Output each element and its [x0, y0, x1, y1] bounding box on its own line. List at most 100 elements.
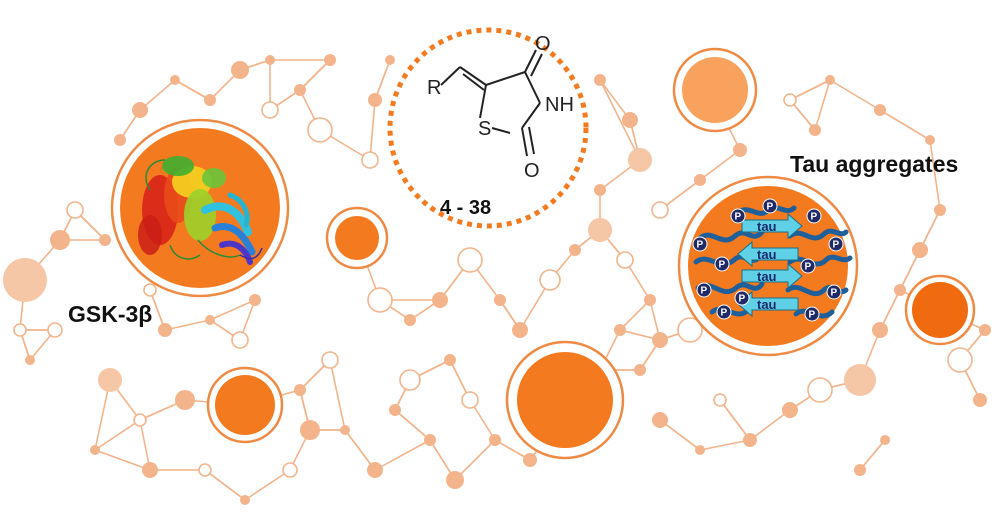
network-edge	[344, 429, 376, 471]
network-node	[231, 61, 249, 79]
phospho-site	[714, 256, 730, 272]
network-edge	[454, 439, 496, 481]
network-edge	[394, 409, 431, 441]
network-node	[652, 412, 668, 428]
network-node	[143, 283, 157, 297]
network-node	[651, 201, 669, 219]
oxygen-top: O	[535, 33, 551, 55]
network-node	[432, 292, 448, 308]
tau-label-2: tau	[757, 247, 777, 262]
network-node	[809, 124, 821, 136]
network-edge	[619, 299, 651, 331]
network-node	[622, 112, 638, 128]
network-edge	[374, 59, 391, 101]
network-edge	[149, 289, 166, 331]
hub-node	[335, 216, 379, 260]
network-node	[594, 184, 606, 196]
gsk3b-label: GSK-3β	[68, 301, 152, 327]
network-node	[321, 351, 339, 369]
nitrogen-label: NH	[545, 94, 574, 116]
network-edge	[94, 449, 151, 471]
network-node	[457, 247, 483, 273]
network-node	[133, 413, 147, 427]
network-node	[170, 75, 180, 85]
tau-strand-arrows	[737, 212, 803, 318]
network-node	[50, 230, 70, 250]
network-node	[265, 55, 275, 65]
phospho-label: P	[735, 212, 742, 223]
network-node	[399, 369, 421, 391]
network-edge	[174, 79, 211, 101]
network-node	[874, 104, 886, 116]
network-edge	[659, 419, 701, 451]
network-node	[47, 322, 63, 338]
network-node	[175, 390, 195, 410]
hub-node	[912, 282, 968, 338]
network-edge	[329, 359, 346, 431]
phospho-site	[692, 236, 708, 252]
sulfur-label: S	[478, 118, 491, 140]
network-node	[569, 244, 581, 256]
network-node	[240, 495, 250, 505]
network-node	[261, 101, 279, 119]
phospho-label: P	[833, 240, 840, 251]
network-edge	[929, 139, 941, 211]
network-node	[825, 75, 835, 85]
network-node	[25, 355, 35, 365]
phospho-site	[800, 258, 816, 274]
phospho-site	[762, 198, 778, 214]
network-node	[368, 93, 382, 107]
phospho-label: P	[697, 240, 704, 251]
network-node	[404, 314, 416, 326]
network-node	[912, 242, 928, 258]
network-node	[132, 102, 148, 118]
network-node	[695, 445, 705, 455]
network-node	[231, 331, 249, 349]
thiazolidinedione-structure	[440, 49, 543, 157]
network-node	[294, 384, 306, 396]
phospho-site	[730, 208, 746, 224]
network-node	[367, 462, 383, 478]
network-node	[13, 323, 27, 337]
network-edge	[374, 439, 431, 471]
network-edge	[749, 409, 791, 441]
network-node	[114, 134, 126, 146]
network-node	[424, 434, 436, 446]
network-node	[973, 393, 987, 407]
phospho-site	[696, 282, 712, 298]
network-node	[694, 174, 706, 186]
network-node	[494, 294, 506, 306]
network-node	[512, 322, 528, 338]
network-node	[3, 258, 47, 302]
hub-node	[517, 352, 613, 448]
network-node	[205, 315, 215, 325]
network-node	[947, 347, 973, 373]
network-edge	[699, 439, 751, 451]
network-node	[677, 317, 703, 343]
substituent-r: R	[427, 77, 441, 99]
network-node	[461, 391, 479, 409]
phospho-label: P	[719, 260, 726, 271]
network-node	[361, 151, 379, 169]
network-node	[872, 322, 888, 338]
phospho-site	[804, 306, 820, 322]
network-node	[294, 84, 306, 96]
network-node	[340, 425, 350, 435]
network-node	[594, 74, 606, 86]
network-node	[733, 143, 747, 157]
network-node	[142, 462, 158, 478]
network-node	[644, 294, 656, 306]
network-node	[385, 55, 395, 65]
hub-node	[682, 57, 748, 123]
phospho-label: P	[805, 262, 812, 273]
network-node	[389, 404, 401, 416]
network-edge	[244, 469, 291, 501]
network-node	[367, 287, 393, 313]
phospho-site	[826, 284, 842, 300]
tau-label-1: tau	[757, 219, 777, 234]
phospho-label: P	[701, 286, 708, 297]
network-edge	[879, 109, 931, 141]
